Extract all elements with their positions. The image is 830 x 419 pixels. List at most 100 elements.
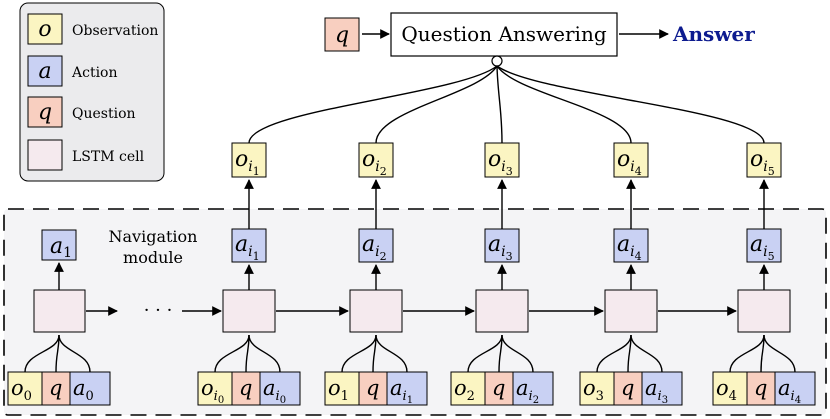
first-action-box: [41, 229, 77, 261]
input-action-box: [386, 371, 428, 406]
observation-to-qa-curve: [496, 65, 632, 144]
action-box: [613, 228, 649, 263]
lstm-cell: [222, 289, 276, 333]
action-symbol: ai3: [488, 232, 513, 263]
observation-to-qa-connections: [248, 65, 765, 144]
action-symbol: ai4: [617, 232, 642, 263]
input-question-box: [231, 371, 261, 406]
input-connection: [341, 334, 377, 373]
action-symbol: ai1: [235, 232, 260, 263]
action-box: [231, 228, 267, 263]
input-question-symbol: q: [239, 376, 252, 400]
navigation-step-5: oi5 ai5 o4 q ai4: [712, 142, 816, 406]
legend-panel: [19, 2, 165, 182]
input-action-box: [774, 371, 816, 406]
legend-symbol-q: q: [38, 100, 52, 125]
lstm-cell: [475, 289, 529, 333]
input-action-box: [69, 371, 111, 406]
input-observation-symbol: o4: [716, 376, 737, 404]
input-observation-box: [712, 371, 748, 406]
selected-observation-box: [231, 142, 267, 178]
input-question-symbol: q: [754, 376, 767, 400]
observation-to-qa-curve: [248, 65, 498, 144]
input-question-box: [746, 371, 776, 406]
input-connection: [248, 334, 281, 373]
lstm-cell: [349, 289, 403, 333]
input-observation-symbol: o3: [583, 376, 604, 404]
input-action-symbol: ai4: [778, 376, 801, 406]
legend-symbol-o: o: [38, 17, 51, 42]
input-observation-symbol: o2: [454, 376, 475, 404]
legend-swatch-observation: [27, 13, 63, 45]
input-action-box: [259, 371, 301, 406]
input-observation-box: [197, 371, 233, 406]
action-box: [484, 228, 520, 263]
input-action-symbol: ai3: [645, 376, 668, 406]
input-question-symbol: q: [366, 376, 379, 400]
legend-label: LSTM cell: [72, 149, 145, 165]
lstm-cell: [737, 289, 791, 333]
input-observation-box: [7, 371, 43, 406]
action-box: [746, 228, 782, 263]
qa-box-label: Question Answering: [401, 22, 606, 46]
legend-label: Action: [71, 65, 118, 81]
legend-symbol-a: a: [38, 59, 51, 84]
navigation-module-label-line2: module: [123, 248, 183, 267]
qa-module: q Question Answering Answer: [324, 12, 755, 67]
navigation-module-label-line1: Navigation: [109, 227, 198, 246]
input-question-symbol: q: [492, 376, 505, 400]
input-connection: [58, 334, 91, 373]
qa-aggregation-node: [491, 55, 503, 67]
input-action-symbol: ai2: [516, 376, 539, 406]
input-question-symbol: q: [621, 376, 634, 400]
input-connection: [214, 334, 250, 373]
selected-observation-symbol: oi2: [362, 147, 387, 178]
legend-label: Observation: [72, 23, 158, 39]
input-connection: [501, 334, 534, 373]
selected-observation-box: [613, 142, 649, 178]
input-action-symbol: ai1: [390, 376, 413, 406]
answer-label: Answer: [672, 22, 755, 46]
qa-question-symbol: q: [335, 23, 349, 48]
selected-observation-symbol: oi4: [617, 147, 642, 178]
input-connection: [763, 334, 796, 373]
input-observation-box: [450, 371, 486, 406]
input-action-symbol: ai0: [263, 376, 286, 406]
input-connection: [375, 334, 408, 373]
input-observation-box: [324, 371, 360, 406]
input-observation-symbol: oi0: [201, 376, 224, 406]
action-symbol: ai2: [362, 232, 387, 263]
lstm-cell: [604, 289, 658, 333]
qa-box: [390, 12, 618, 57]
input-action-symbol: a0: [73, 376, 94, 404]
input-observation-symbol: o0: [11, 376, 32, 404]
selected-observation-symbol: oi5: [750, 147, 775, 178]
action-box: [358, 228, 394, 263]
input-question-box: [41, 371, 71, 406]
selected-observation-box: [746, 142, 782, 178]
input-connection: [24, 334, 60, 373]
ellipsis: · · ·: [144, 300, 173, 321]
first-lstm-cell: [33, 289, 86, 333]
selected-observation-box: [358, 142, 394, 178]
qa-question-box: [324, 17, 360, 52]
input-connection: [596, 334, 632, 373]
observation-to-qa-curve: [496, 65, 503, 144]
observation-to-qa-curve: [496, 65, 765, 144]
input-connection: [467, 334, 503, 373]
input-connection: [729, 334, 765, 373]
first-action-symbol: a1: [50, 234, 72, 261]
selected-observation-box: [484, 142, 520, 178]
observation-to-qa-curve: [375, 65, 498, 144]
action-symbol: ai5: [750, 232, 775, 263]
legend-swatch-question: [27, 96, 63, 128]
legend-label: Question: [72, 106, 136, 122]
input-connection: [630, 334, 663, 373]
